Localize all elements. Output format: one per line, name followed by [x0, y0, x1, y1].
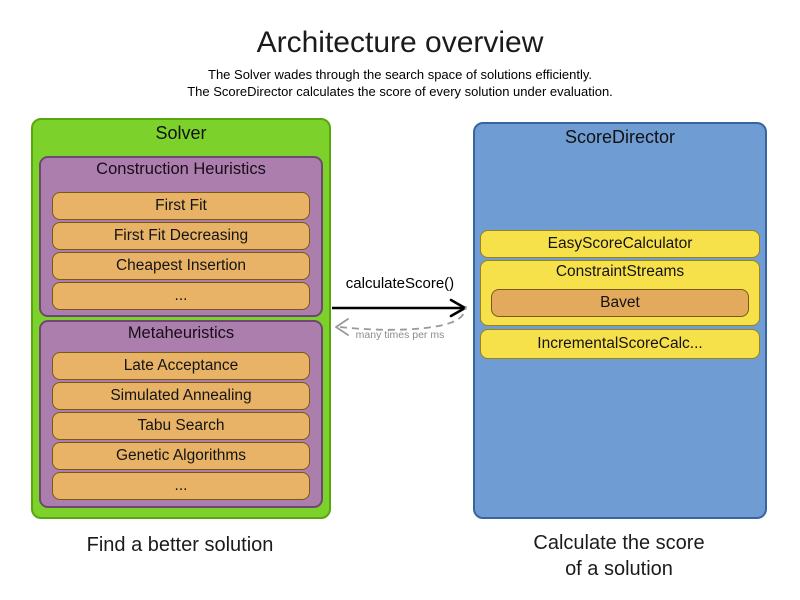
algorithm-item-mh-ellipsis: ... — [52, 472, 310, 500]
solver-box: Solver Construction Heuristics First Fit… — [31, 118, 331, 519]
bavet-box: Bavet — [491, 289, 749, 317]
algorithm-item-simulated-annealing: Simulated Annealing — [52, 382, 310, 410]
calculator-constraint-streams: ConstraintStreams Bavet — [480, 260, 760, 326]
solver-label: Solver — [155, 123, 207, 143]
construction-heuristics-group: Construction Heuristics First Fit First … — [39, 156, 323, 317]
score-director-box: ScoreDirector EasyScoreCalculator Constr… — [473, 122, 767, 519]
calculate-score-arrow — [332, 298, 467, 318]
algorithm-item-late-acceptance: Late Acceptance — [52, 352, 310, 380]
solver-caption: Find a better solution — [86, 534, 274, 556]
score-director-caption-line-2: of a solution — [565, 558, 673, 580]
score-director-caption: Calculate the score of a solution — [479, 530, 759, 582]
metaheuristics-label: Metaheuristics — [127, 324, 235, 342]
subtitle-line-1: The Solver wades through the search spac… — [208, 67, 592, 82]
construction-heuristics-label: Construction Heuristics — [96, 160, 266, 178]
subtitle-line-2: The ScoreDirector calculates the score o… — [187, 84, 613, 99]
page-title: Architecture overview — [256, 26, 544, 59]
constraint-streams-label: ConstraintStreams — [555, 263, 685, 280]
calculator-easy-score: EasyScoreCalculator — [480, 230, 760, 258]
calculator-incremental-score: IncrementalScoreCalc... — [480, 329, 760, 359]
calculate-score-label: calculateScore() — [345, 275, 455, 292]
algorithm-item-tabu-search: Tabu Search — [52, 412, 310, 440]
score-director-label: ScoreDirector — [564, 127, 676, 147]
score-director-caption-line-1: Calculate the score — [533, 532, 705, 554]
algorithm-item-first-fit: First Fit — [52, 192, 310, 220]
frequency-label: many times per ms — [355, 329, 445, 341]
metaheuristics-group: Metaheuristics Late Acceptance Simulated… — [39, 320, 323, 508]
algorithm-item-ch-ellipsis: ... — [52, 282, 310, 310]
algorithm-item-cheapest-insertion: Cheapest Insertion — [52, 252, 310, 280]
algorithm-item-genetic-algorithms: Genetic Algorithms — [52, 442, 310, 470]
algorithm-item-first-fit-decreasing: First Fit Decreasing — [52, 222, 310, 250]
